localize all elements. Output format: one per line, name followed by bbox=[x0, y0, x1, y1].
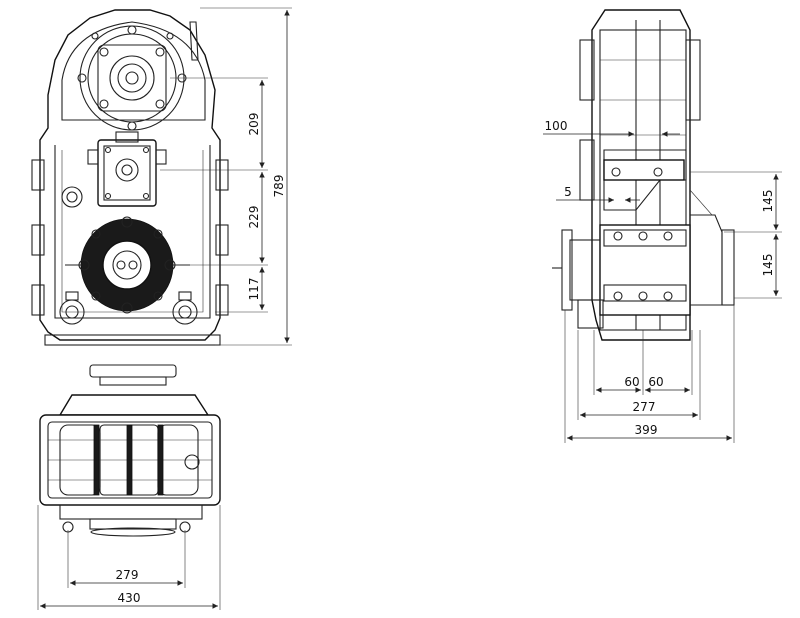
dim-60-right: 60 bbox=[648, 375, 663, 389]
dim-789: 789 bbox=[272, 175, 286, 198]
dim-279: 279 bbox=[116, 568, 139, 582]
side-view bbox=[552, 9, 735, 341]
dim-277: 277 bbox=[633, 400, 656, 414]
side-dimensions: 100 5 145 145 60 60 277 399 bbox=[543, 119, 782, 443]
dim-117: 117 bbox=[247, 278, 261, 301]
dim-5: 5 bbox=[564, 185, 572, 199]
dim-145-lower: 145 bbox=[761, 254, 775, 277]
dim-399: 399 bbox=[635, 423, 658, 437]
dim-229: 229 bbox=[247, 206, 261, 229]
front-dimensions: 209 229 117 789 bbox=[160, 7, 292, 346]
top-dimensions: 279 430 bbox=[37, 505, 221, 610]
front-view bbox=[31, 9, 229, 346]
dim-60-left: 60 bbox=[624, 375, 639, 389]
dim-209: 209 bbox=[247, 113, 261, 136]
dim-145-upper: 145 bbox=[761, 190, 775, 213]
dim-430: 430 bbox=[118, 591, 141, 605]
top-view bbox=[39, 364, 221, 537]
dim-100: 100 bbox=[545, 119, 568, 133]
